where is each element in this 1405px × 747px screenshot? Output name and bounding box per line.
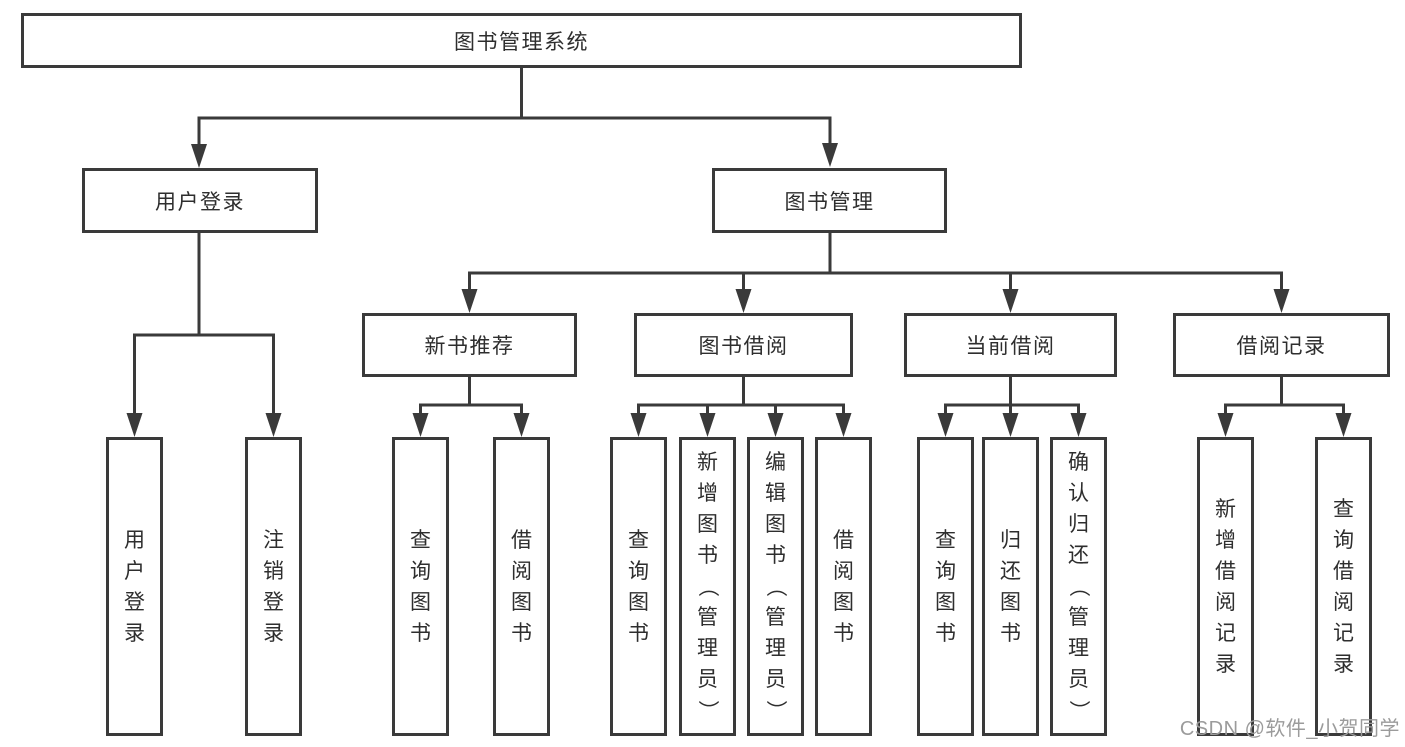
leaf-query-books: 查询图书 <box>917 437 974 736</box>
node-label: 用户登录 <box>124 528 145 645</box>
node-label: 查询图书 <box>410 528 431 645</box>
leaf-add-books-admin: 新增图书（管理员） <box>679 437 736 736</box>
node-user-login: 用户登录 <box>82 168 318 233</box>
csdn-watermark: CSDN @软件_小贺同学 <box>1179 718 1400 740</box>
node-label: 借阅图书 <box>511 528 532 645</box>
node-label: 当前借阅 <box>965 335 1056 358</box>
node-label: 用户登录 <box>155 190 245 214</box>
arrowheads <box>126 143 1352 437</box>
node-label: 借阅图书 <box>833 528 854 645</box>
node-label: 图书管理 <box>784 190 875 214</box>
node-label: 图书管理系统 <box>454 30 589 54</box>
node-label: 借阅记录 <box>1236 335 1327 358</box>
node-label: 新增借阅记录 <box>1215 497 1236 676</box>
leaf-add-borrow-record: 新增借阅记录 <box>1197 437 1254 736</box>
node-current-borrowing: 当前借阅 <box>904 313 1117 377</box>
node-label: 归还图书 <box>1000 528 1021 645</box>
leaf-query-borrow-record: 查询借阅记录 <box>1315 437 1372 736</box>
leaf-query-books: 查询图书 <box>610 437 667 736</box>
node-label: 注销登录 <box>263 528 284 645</box>
leaf-borrow-books: 借阅图书 <box>493 437 550 736</box>
leaf-logout: 注销登录 <box>245 437 302 736</box>
leaf-return-books: 归还图书 <box>982 437 1039 736</box>
node-label: 查询图书 <box>935 528 956 645</box>
node-label: 查询图书 <box>628 528 649 645</box>
node-label: 确认归还（管理员） <box>1067 451 1090 721</box>
leaf-confirm-return-admin: 确认归还（管理员） <box>1050 437 1107 736</box>
node-label: 新书推荐 <box>424 335 515 358</box>
node-book-borrowing: 图书借阅 <box>634 313 853 377</box>
node-book-management: 图书管理 <box>712 168 947 233</box>
node-label: 新增图书（管理员） <box>696 451 719 721</box>
leaf-borrow-books: 借阅图书 <box>815 437 872 736</box>
leaf-user-login: 用户登录 <box>106 437 163 736</box>
node-borrowing-records: 借阅记录 <box>1173 313 1390 377</box>
node-label: 查询借阅记录 <box>1333 497 1354 676</box>
node-new-book-recommend: 新书推荐 <box>362 313 577 377</box>
node-label: 图书借阅 <box>698 335 789 358</box>
leaf-query-books: 查询图书 <box>392 437 449 736</box>
leaf-edit-books-admin: 编辑图书（管理员） <box>747 437 804 736</box>
node-library-management-system: 图书管理系统 <box>21 13 1022 68</box>
node-label: 编辑图书（管理员） <box>764 451 787 721</box>
